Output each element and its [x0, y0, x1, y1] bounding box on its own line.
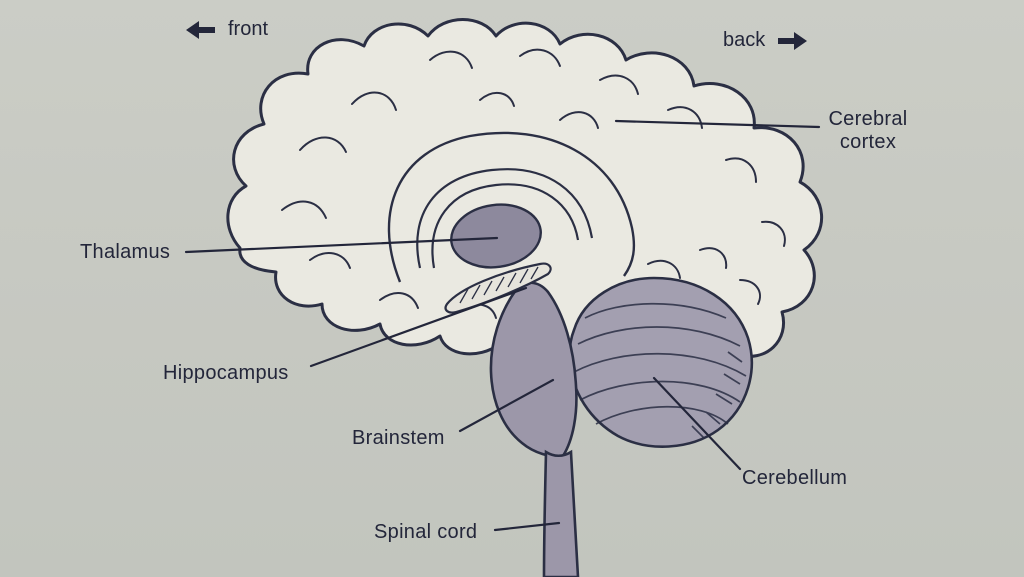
arrow-left-icon — [186, 20, 215, 39]
thalamus-shape — [450, 203, 542, 269]
corpus-callosum-lines — [416, 168, 594, 269]
front-label: front — [228, 18, 269, 40]
back-label: back — [723, 29, 766, 51]
medial-cortex-line — [387, 131, 636, 283]
cortex-sulci-lines — [281, 48, 786, 319]
hippocampus-hatching — [459, 266, 539, 304]
brainstem-leader-line — [458, 378, 555, 433]
orientation-back: back — [723, 29, 808, 52]
cerebellum-label: Cerebellum — [742, 467, 848, 489]
brainstem-label: Brainstem — [352, 427, 445, 449]
hippocampus-label: Hippocampus — [163, 362, 289, 384]
leader-lines — [184, 119, 821, 532]
arrow-right-icon — [778, 31, 808, 50]
thalamus-leader-line — [184, 236, 499, 254]
thalamus-label: Thalamus — [80, 241, 171, 263]
cerebral-cortex-label: Cerebral cortex — [828, 108, 908, 153]
spinal-cord-leader-line — [493, 521, 561, 532]
spinal-cord-shape — [542, 449, 580, 577]
cerebellum-leader-line — [652, 376, 742, 471]
hippocampus-leader-line — [309, 286, 528, 368]
cerebellum-folia-lines — [573, 302, 747, 439]
cerebral-cortex-leader-line — [614, 119, 821, 129]
spinal-cord-label: Spinal cord — [374, 521, 478, 543]
orientation-front: front — [186, 18, 268, 41]
